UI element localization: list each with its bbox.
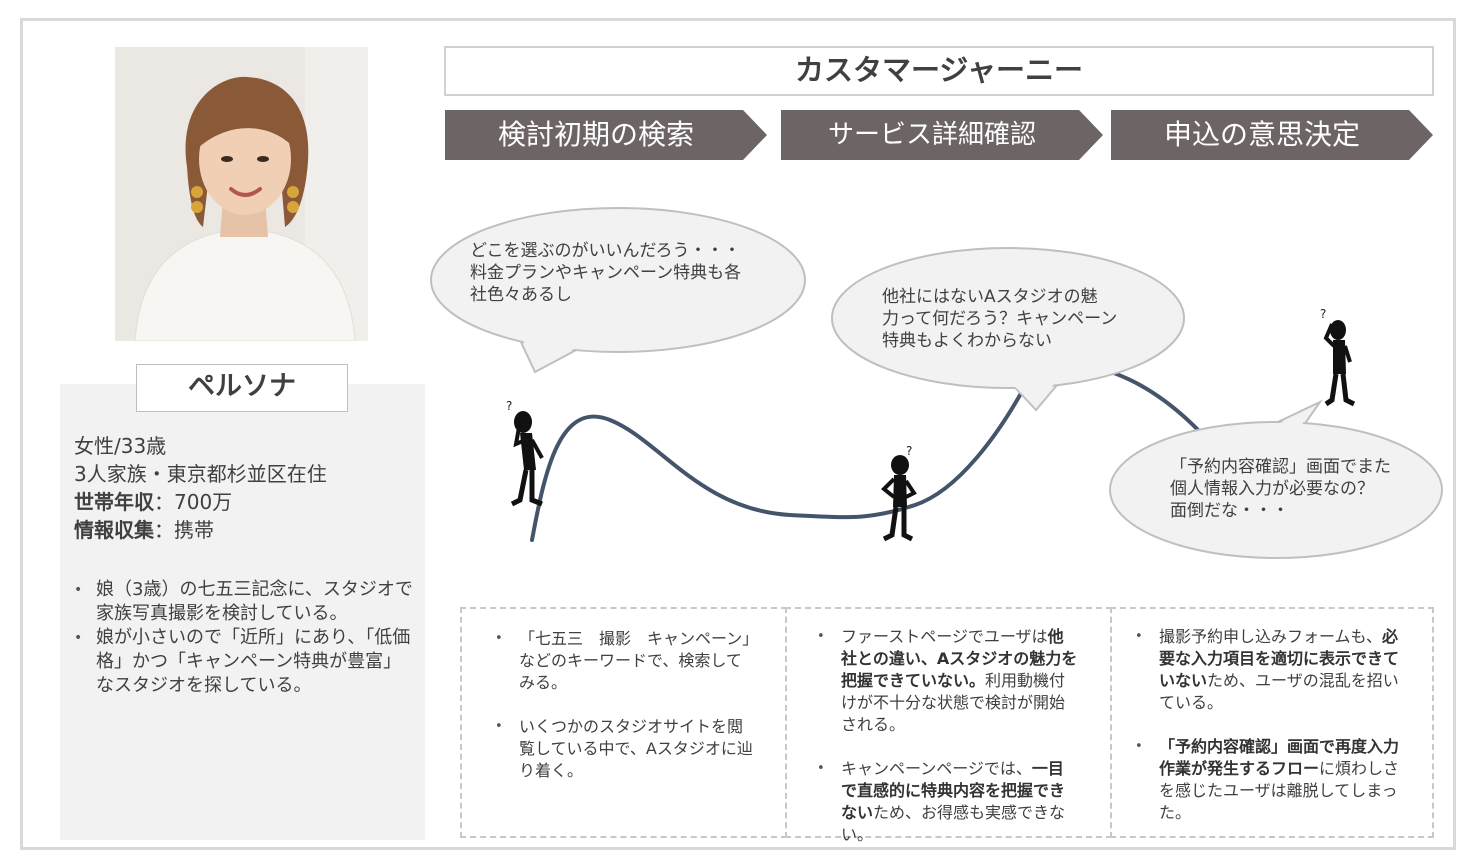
issue-text: キャンペーンページでは、 [841, 759, 1032, 778]
thinking-figure-icon: ? [1320, 307, 1356, 407]
speech-bubble-2 [831, 247, 1185, 412]
issue-item: 「予約内容確認」画面で再度入力作業が発生するフローに煩わしさを感じたユーザは離脱… [1135, 736, 1410, 824]
income-value: ：700万 [154, 490, 233, 514]
issue-text: ため、ユーザの混乱を招いている。 [1159, 671, 1399, 712]
issue-highlight: 必要な入力項目を適切に表示できていない [1159, 627, 1400, 690]
issue-list-decision: 撮影予約申し込みフォームも、必要な入力項目を適切に表示できていないため、ユーザの… [1135, 626, 1410, 846]
speech-bubble-1 [430, 207, 806, 374]
issue-highlight: 一目で直感的に特典内容を把握できない [841, 759, 1066, 822]
issue-text: に煩わしさを感じたユーザは離脱してしまった。 [1159, 759, 1400, 822]
bubble-line: 面倒だな・・・ [1170, 501, 1289, 521]
question-mark-icon: ? [506, 399, 512, 413]
persona-title: ペルソナ [136, 364, 348, 412]
issue-item: 撮影予約申し込みフォームも、必要な入力項目を適切に表示できていないため、ユーザの… [1135, 626, 1410, 714]
bubble-line: どこを選ぶのがいいんだろう・・・ [470, 241, 741, 261]
persona-profile: 女性/33歳 3人家族・東京都杉並区在住 世帯年収：700万 情報収集：携帯 [74, 432, 419, 544]
stage-arrow-2: サービス詳細確認 [781, 110, 1103, 160]
bubble-line: 力って何だろう？キャンペーン [882, 309, 1118, 329]
issue-item: 「七五三 撮影 キャンペーン」などのキーワードで、検索してみる。 [495, 628, 757, 694]
persona-bullet: 娘が小さいので「近所」にあり、「低価格」かつ「キャンペーン特典が豊富」なスタジオ… [74, 626, 419, 698]
issue-text: 「七五三 撮影 キャンペーン」などのキーワードで、検索してみる。 [519, 629, 751, 692]
issue-text: 撮影予約申し込みフォームも、 [1159, 627, 1383, 646]
bubble-text-1: どこを選ぶのがいいんだろう・・・ 料金プランやキャンペーン特典も各 社色々あるし [470, 240, 741, 306]
question-mark-icon: ? [906, 444, 912, 458]
bubble-text-2: 他社にはないAスタジオの魅 力って何だろう？キャンペーン 特典もよくわからない [882, 286, 1117, 352]
stage-label: 検討初期の検索 [497, 118, 694, 151]
bubble-line: 個人情報入力が必要なの？ [1170, 479, 1374, 499]
stage-arrow-3: 申込の意思決定 [1111, 110, 1433, 160]
income-label: 世帯年収 [74, 490, 154, 514]
emotion-curve [530, 364, 1202, 542]
slide-frame [20, 18, 1456, 850]
issue-highlight: 「予約内容確認」画面で再度入力作業が発生するフロー [1159, 737, 1400, 778]
profile-income: 世帯年収：700万 [74, 488, 419, 516]
persona-bullets: 娘（3歳）の七五三記念に、スタジオで家族写真撮影を検討している。 娘が小さいので… [74, 578, 419, 698]
bubble-line: 「予約内容確認」画面でまた [1170, 457, 1391, 477]
speech-bubble-3 [1109, 399, 1443, 559]
info-value: ：携帯 [154, 518, 214, 542]
issue-text: いくつかのスタジオサイトを閲覧している中で、Aスタジオに辿り着く。 [519, 717, 753, 780]
bubble-line: 特典もよくわからない [882, 331, 1052, 351]
persona-bullet: 娘（3歳）の七五三記念に、スタジオで家族写真撮影を検討している。 [74, 578, 419, 626]
issue-text: ファーストページでユーザは [841, 627, 1048, 646]
stage-arrow-1: 検討初期の検索 [445, 110, 767, 160]
thinking-figure-icon: ? [881, 444, 917, 542]
issue-list-detail: ファーストページでユーザは他社との違い、Aスタジオの魅力を把握できていない。利用… [817, 626, 1079, 868]
issue-item: キャンペーンページでは、一目で直感的に特典内容を把握できないため、お得感も実感で… [817, 758, 1079, 846]
bubble-line: 社色々あるし [470, 285, 572, 305]
bubble-line: 料金プランやキャンペーン特典も各 [470, 263, 742, 283]
stage-label: 申込の意思決定 [1163, 118, 1360, 151]
persona-photo-illustration [115, 47, 368, 341]
thinking-figure-icon: ? [506, 399, 544, 507]
persona-photo [115, 47, 368, 341]
issue-item: いくつかのスタジオサイトを閲覧している中で、Aスタジオに辿り着く。 [495, 716, 757, 782]
bubble-text-3: 「予約内容確認」画面でまた 個人情報入力が必要なの？ 面倒だな・・・ [1170, 456, 1391, 522]
profile-gender-age: 女性/33歳 [74, 434, 167, 458]
profile-family-address: 3人家族・東京都杉並区在住 [74, 462, 327, 486]
bubble-line: 他社にはないAスタジオの魅 [882, 287, 1098, 307]
question-mark-icon: ? [1320, 307, 1326, 321]
issue-box-decision [1110, 607, 1434, 838]
issue-text: ため、お得感も実感できない。 [841, 803, 1066, 844]
profile-info-source: 情報収集：携帯 [74, 516, 419, 544]
journey-title: カスタマージャーニー [444, 46, 1434, 96]
issue-list-search: 「七五三 撮影 キャンペーン」などのキーワードで、検索してみる。 いくつかのスタ… [495, 628, 757, 804]
stage-label: サービス詳細確認 [827, 120, 1036, 150]
issue-item: ファーストページでユーザは他社との違い、Aスタジオの魅力を把握できていない。利用… [817, 626, 1079, 736]
info-label: 情報収集 [74, 518, 154, 542]
issue-highlight: 他社との違い、Aスタジオの魅力を把握できていない。 [841, 627, 1078, 690]
issue-text: 利用動機付けが不十分な状態で検討が開始される。 [841, 671, 1066, 734]
